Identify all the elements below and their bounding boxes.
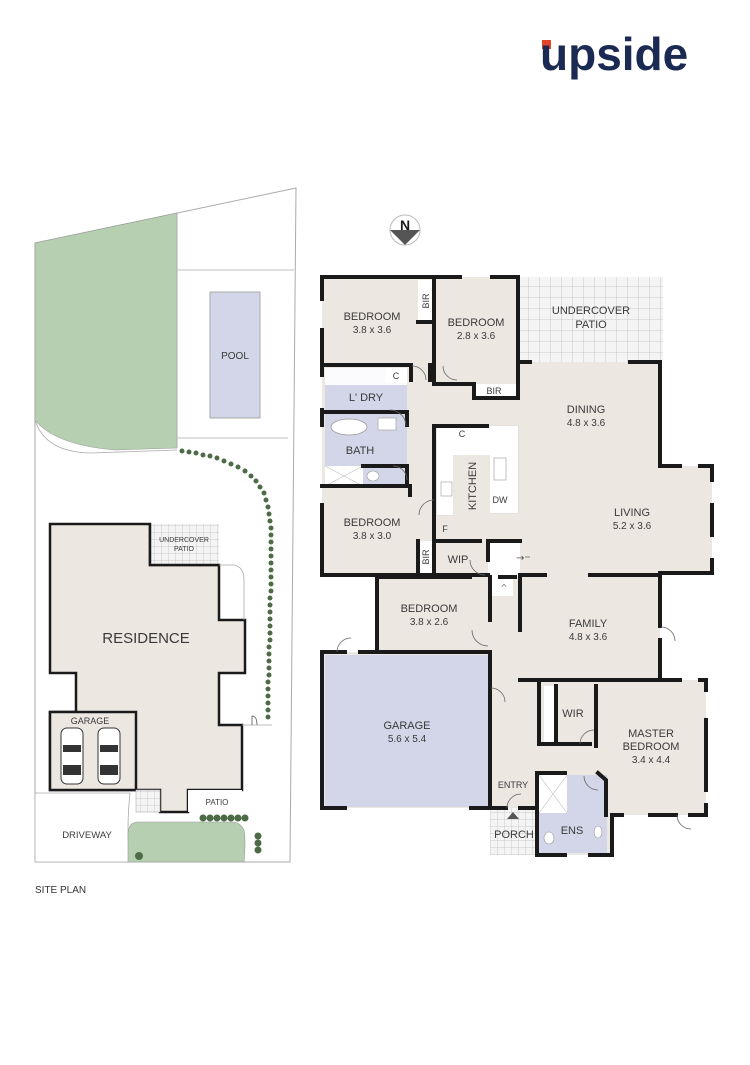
bir2-label: BIR <box>486 386 502 396</box>
kitchen-label: KITCHEN <box>467 462 479 510</box>
stair-arrow-right-icon: → <box>516 553 524 564</box>
bedroom4-size: 3.8 x 2.6 <box>410 617 449 628</box>
compass-label: N <box>400 217 410 233</box>
bir-3 <box>418 541 434 573</box>
floor-plan: UNDERCOVER PATIO <box>320 275 714 857</box>
garage-floor <box>325 655 489 807</box>
wir-label: WIR <box>562 708 583 720</box>
car-icon <box>60 727 84 785</box>
sink-icon <box>493 457 507 481</box>
bedroom1-label: BEDROOM <box>344 311 401 323</box>
compass-north-icon: N <box>389 214 421 246</box>
undercover-patio-label-2: PATIO <box>575 319 607 331</box>
ens-label: ENS <box>561 825 584 837</box>
cupboard2-label: C <box>459 429 466 439</box>
walls <box>320 275 714 857</box>
undercover-patio <box>518 277 663 362</box>
residence-label: RESIDENCE <box>102 630 190 647</box>
car-icon <box>97 727 121 785</box>
fridge-label: F <box>442 524 448 534</box>
logo-text: upside <box>540 30 688 80</box>
bedroom2-size: 2.8 x 3.6 <box>457 331 496 342</box>
bir-2 <box>474 384 518 398</box>
basin-icon <box>377 417 397 431</box>
cupboard-laundry <box>386 368 407 383</box>
family-size: 4.8 x 3.6 <box>569 632 608 643</box>
family-label: FAMILY <box>569 618 608 630</box>
wip-label: WIP <box>448 554 469 566</box>
driveway <box>34 792 131 863</box>
laundry-label: L' DRY <box>349 392 384 404</box>
site-garage-label: GARAGE <box>71 716 110 726</box>
bathtub-icon <box>330 418 368 436</box>
dining-label: DINING <box>567 404 606 416</box>
living-label: LIVING <box>614 507 650 519</box>
bir1-label: BIR <box>421 293 431 309</box>
logo-accent-square <box>542 40 551 49</box>
bedroom2-label: BEDROOM <box>448 317 505 329</box>
lawn-rear <box>34 212 178 451</box>
site-plan-title: SITE PLAN <box>35 885 86 896</box>
master-label-1: MASTER <box>628 728 674 740</box>
dining-size: 4.8 x 3.6 <box>567 418 606 429</box>
site-undercover-patio-label-1: UNDERCOVER <box>159 537 209 544</box>
pool <box>209 291 261 419</box>
garage-size: 5.6 x 5.4 <box>388 734 427 745</box>
cooktop-icon <box>440 481 453 497</box>
entry-label: ENTRY <box>498 780 528 790</box>
upside-logo: upside <box>540 30 688 80</box>
pool-label: POOL <box>221 351 249 362</box>
bedroom4-label: BEDROOM <box>401 603 458 615</box>
site-undercover-patio <box>150 524 219 565</box>
bedroom1-size: 3.8 x 3.6 <box>353 325 392 336</box>
master-size: 3.4 x 4.4 <box>632 755 671 766</box>
cupboard1-label: C <box>393 371 400 381</box>
bath-label: BATH <box>346 445 375 457</box>
undercover-patio-label-1: UNDERCOVER <box>552 305 630 317</box>
garage-label: GARAGE <box>383 720 430 732</box>
driveway-label: DRIVEWAY <box>62 830 112 841</box>
dw-label: DW <box>493 495 508 505</box>
door-swings <box>336 365 692 830</box>
toilet-icon <box>366 470 380 482</box>
master-label-2: BEDROOM <box>623 741 680 753</box>
lawn-front <box>127 821 246 863</box>
stair-arrow-up-icon: ^ <box>501 583 508 592</box>
bir-1 <box>418 280 434 322</box>
porch-label: PORCH <box>494 829 534 841</box>
entry-arrow-icon <box>507 812 519 819</box>
bir3-label: BIR <box>421 549 431 565</box>
site-patio-label: PATIO <box>206 798 229 807</box>
bedroom3-label: BEDROOM <box>344 517 401 529</box>
site-plan: POOL UNDERCOVER PATIO RESIDENCE GARAGE <box>34 187 297 896</box>
shrubs <box>135 814 262 860</box>
hedge-trees <box>179 448 274 720</box>
site-undercover-patio-label-2: PATIO <box>174 546 195 553</box>
bedroom3-size: 3.8 x 3.0 <box>353 531 392 542</box>
living-size: 5.2 x 3.6 <box>613 521 652 532</box>
